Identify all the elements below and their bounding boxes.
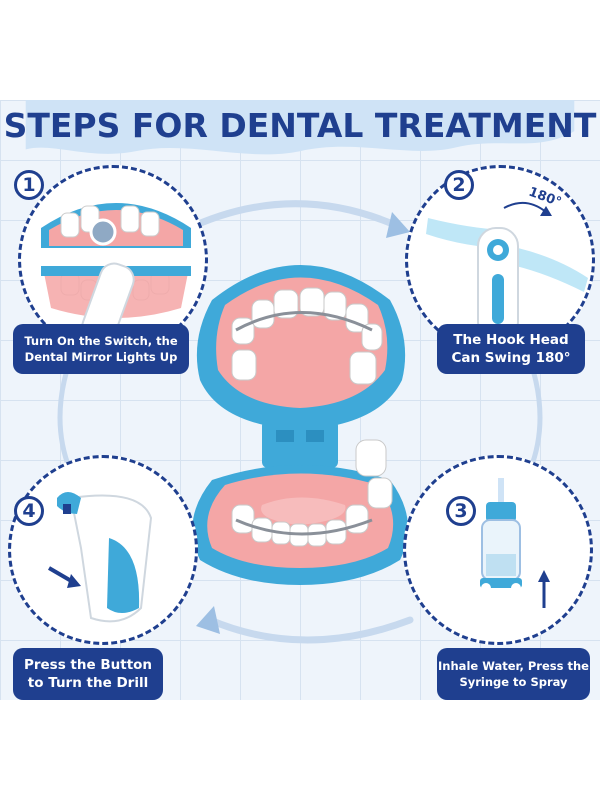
- step-3-label: Inhale Water, Press the Syringe to Spray: [437, 648, 590, 700]
- dental-mirror-icon: [41, 203, 191, 344]
- step-1-line-1: Turn On the Switch, the: [24, 334, 178, 348]
- step-1-line-2: Dental Mirror Lights Up: [24, 350, 178, 364]
- step-3-line-1: Inhale Water, Press the: [438, 659, 589, 673]
- syringe-icon: [473, 478, 550, 633]
- drill-icon: [47, 492, 153, 623]
- hook-tool-icon: [426, 201, 588, 341]
- dental-model-icon: [192, 265, 408, 585]
- step-2-line-2: Can Swing 180°: [451, 350, 571, 366]
- step-2-number: 2: [444, 170, 474, 200]
- step-4-label: Press the Button to Turn the Drill: [13, 648, 163, 700]
- step-2-label: The Hook Head Can Swing 180°: [437, 324, 585, 374]
- step-3-image: [403, 455, 593, 645]
- step-3-line-2: Syringe to Spray: [459, 675, 568, 689]
- step-4-line-1: Press the Button: [23, 657, 153, 673]
- step-2-line-1: The Hook Head: [453, 332, 569, 348]
- step-4-number: 4: [14, 496, 44, 526]
- step-3-number: 3: [446, 496, 476, 526]
- step-2-image: [405, 165, 595, 355]
- step-1-label: Turn On the Switch, the Dental Mirror Li…: [13, 324, 189, 374]
- title-banner: [25, 100, 575, 155]
- step-1-image: [18, 165, 208, 355]
- page-title: STEPS FOR DENTAL TREATMENT: [3, 106, 597, 145]
- step-1-number: 1: [14, 170, 44, 200]
- step-4-image: [8, 455, 198, 645]
- step-4-line-2: to Turn the Drill: [27, 675, 149, 691]
